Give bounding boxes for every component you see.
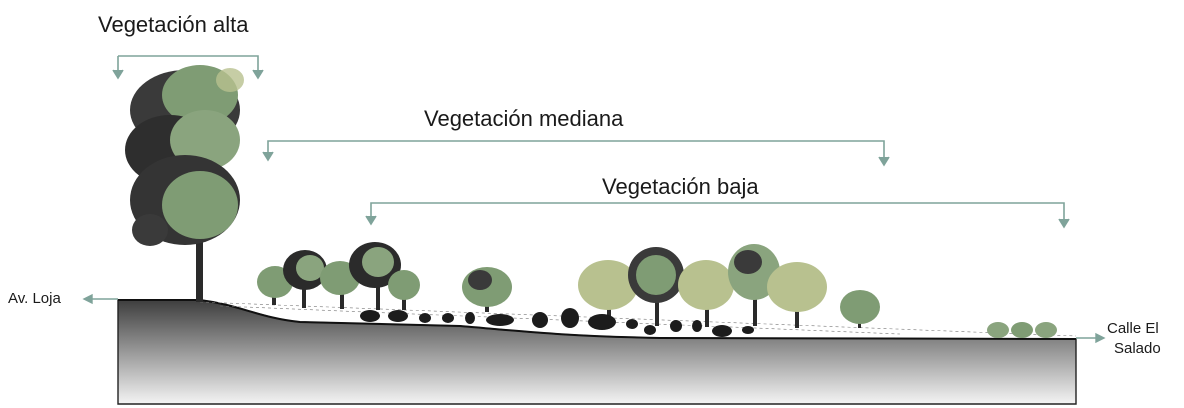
- label-vegetacion-mediana: Vegetación mediana: [424, 106, 624, 131]
- terrain-hatch: [199, 301, 1077, 337]
- av-loja-arrow: [82, 293, 118, 305]
- medium-trees-right-icon: [578, 244, 880, 328]
- medium-tree-middle-icon: [462, 267, 512, 312]
- bracket-vegetacion-alta: [112, 55, 264, 80]
- calle-el-salado-arrow: [1076, 332, 1106, 344]
- label-calle-el: Calle El: [1107, 320, 1159, 337]
- label-vegetacion-baja: Vegetación baja: [602, 174, 759, 199]
- bracket-vegetacion-baja: [365, 202, 1070, 229]
- label-vegetacion-alta: Vegetación alta: [98, 12, 249, 37]
- bracket-vegetacion-mediana: [262, 140, 890, 167]
- low-shrubs-far-right-icon: [987, 322, 1057, 338]
- low-shrubs-icon: [360, 308, 754, 337]
- label-av-loja: Av. Loja: [8, 290, 61, 307]
- medium-trees-left-icon: [257, 242, 420, 310]
- tall-tree-icon: [125, 65, 244, 302]
- label-salado: Salado: [1114, 340, 1161, 357]
